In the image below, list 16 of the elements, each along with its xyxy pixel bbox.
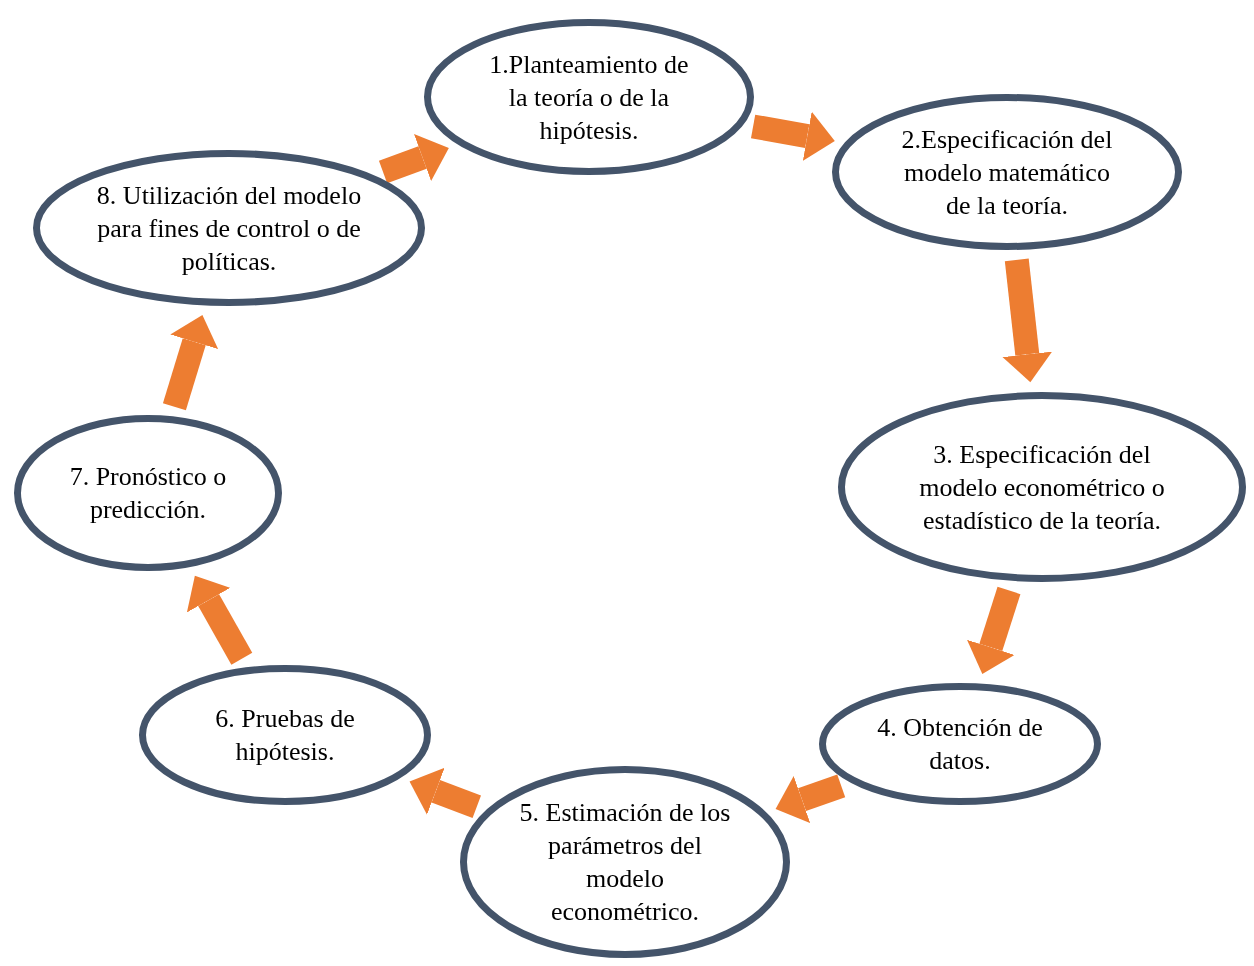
- block-arrow: [775, 774, 846, 824]
- block-arrow: [967, 586, 1021, 675]
- block-arrow: [186, 575, 253, 665]
- block-arrow: [378, 134, 449, 184]
- step-text: 4. Obtención de datos.: [876, 712, 1044, 777]
- step-text: 2.Especificación del modelo matemático de la teoría.: [900, 123, 1114, 222]
- step-text: 1.Planteamiento de la teoría o de la hipótesis.: [488, 48, 690, 147]
- step-text: 5. Estimación de los parámetros del modelo econométrico.: [518, 797, 732, 928]
- block-arrow: [751, 111, 835, 161]
- step-text: 6. Pruebas de hipótesis.: [214, 703, 356, 768]
- block-arrow: [162, 315, 219, 411]
- step-text: 7. Pronóstico o predicción.: [68, 461, 228, 526]
- step-text: 3. Especificación del modelo econométrico o estadístico de la teoría.: [918, 438, 1166, 537]
- step-text: 8. Utilización del modelo para fines de control o de políticas.: [95, 179, 363, 278]
- block-arrow: [409, 767, 481, 818]
- block-arrow: [1002, 258, 1053, 383]
